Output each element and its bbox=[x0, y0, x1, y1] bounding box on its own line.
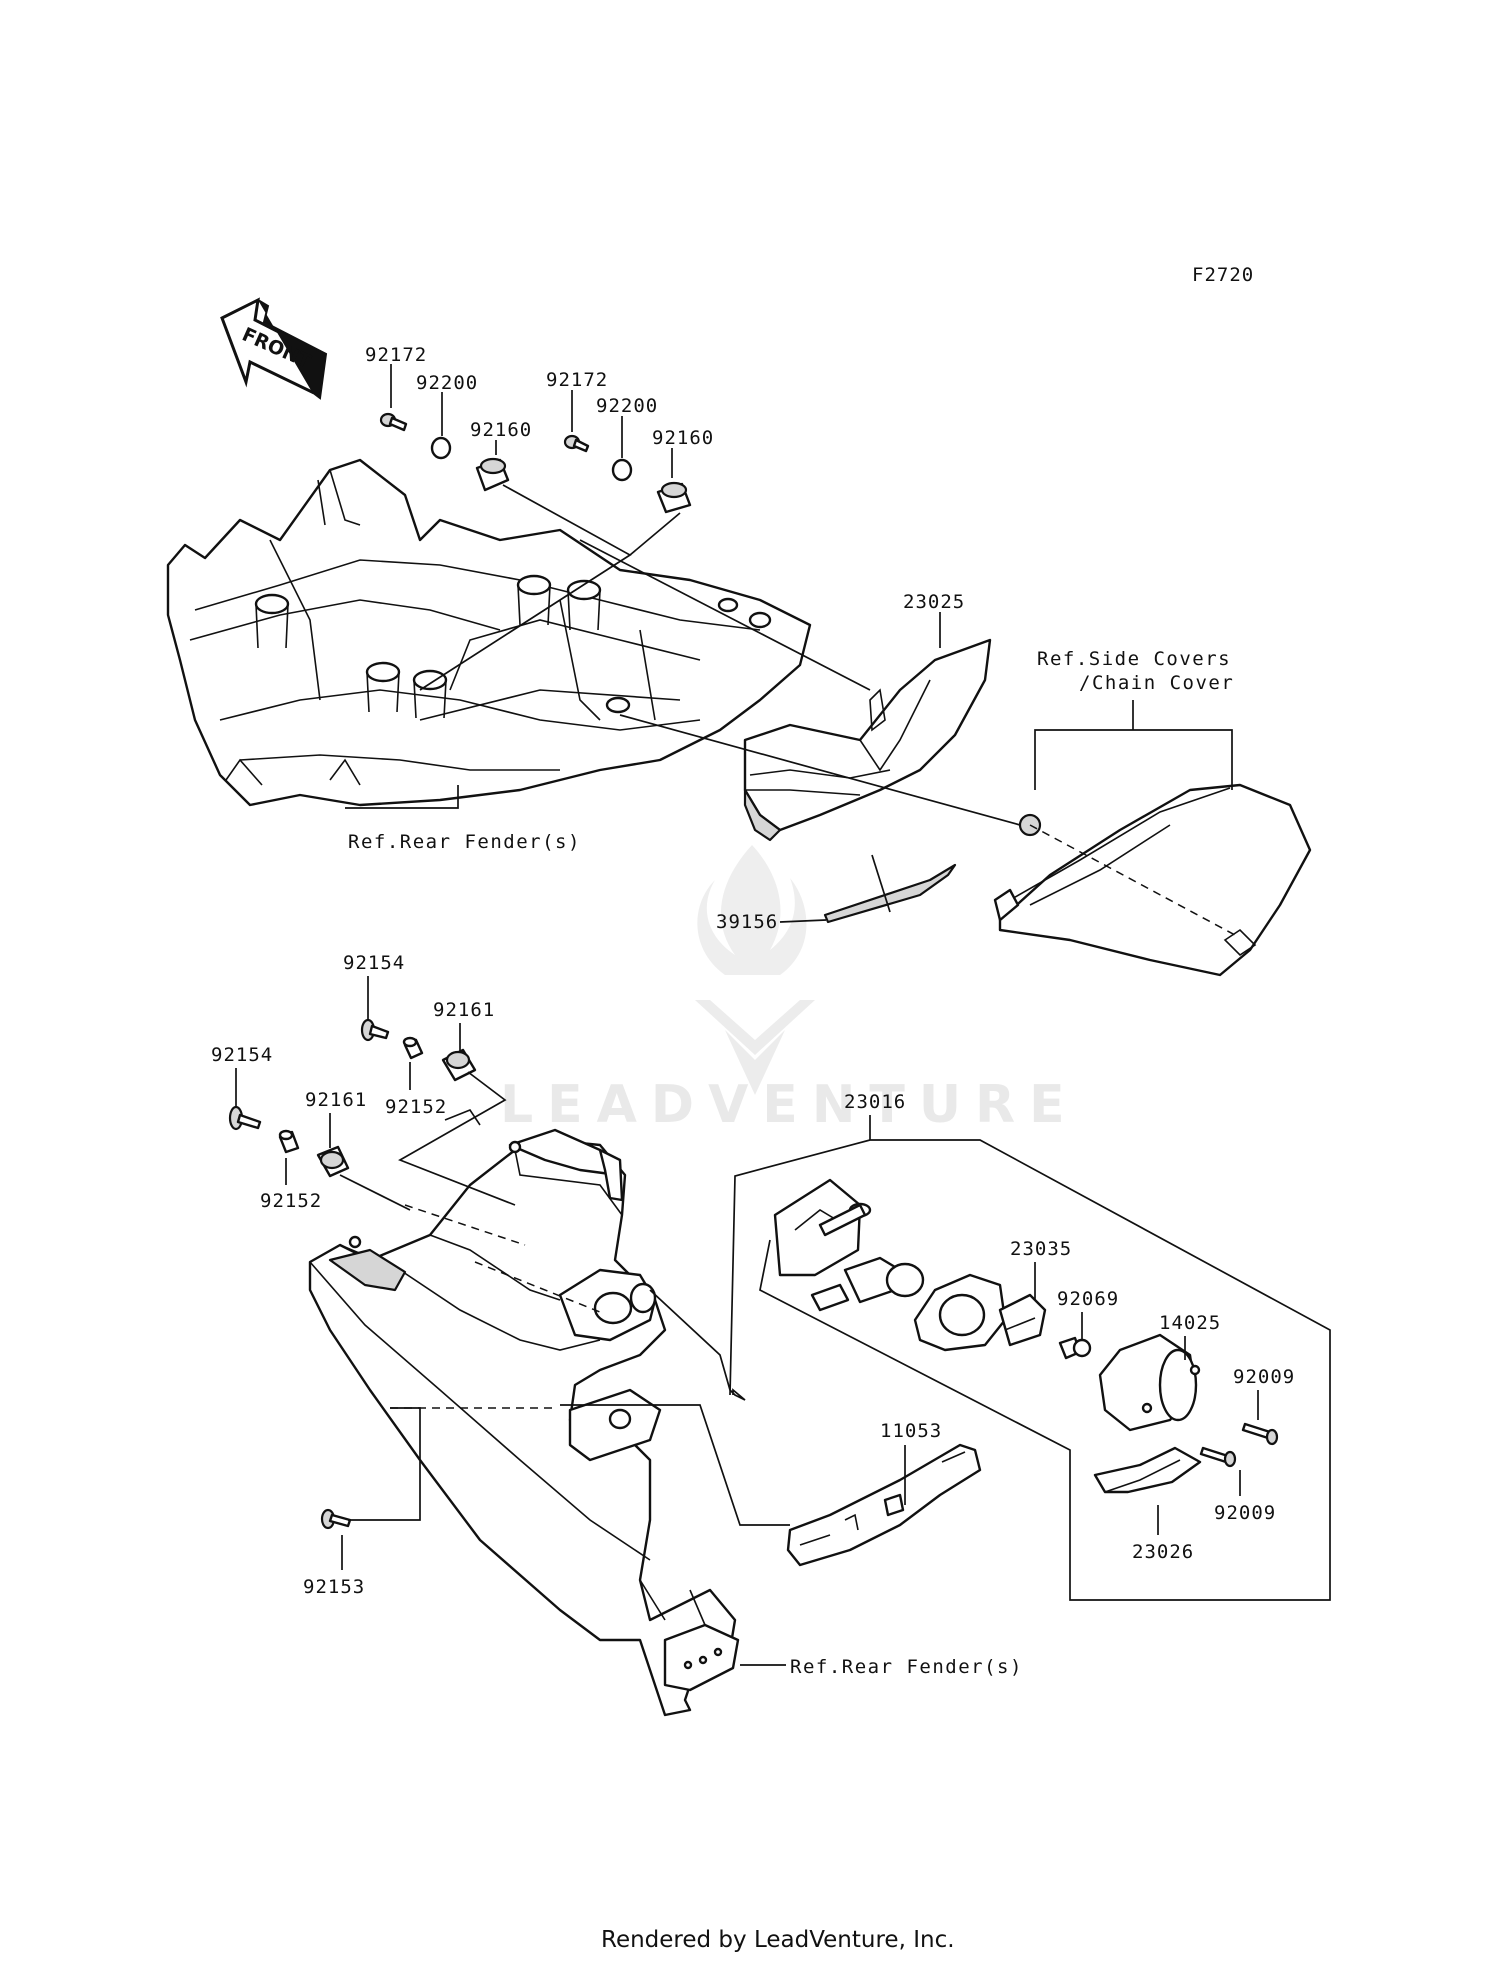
part-23026-reflector bbox=[1093, 1446, 1202, 1494]
part-92152-collar-b bbox=[278, 1129, 300, 1154]
ref-rear-fender-bottom: Ref.Rear Fender(s) bbox=[790, 1656, 1023, 1678]
part-92069-bulb bbox=[1058, 1336, 1092, 1360]
watermark-v-icon bbox=[695, 1000, 815, 1095]
label-92152-a: 92152 bbox=[385, 1096, 447, 1118]
label-92153: 92153 bbox=[303, 1576, 365, 1598]
part-92152-collar-a bbox=[402, 1036, 424, 1060]
label-92009-a: 92009 bbox=[1233, 1366, 1295, 1388]
upper-labels: 92172 92200 92160 92172 92200 92160 2302… bbox=[348, 344, 1234, 933]
label-92069: 92069 bbox=[1057, 1288, 1119, 1310]
ref-side-covers-line2: /Chain Cover bbox=[1079, 672, 1234, 694]
part-92153-bolt bbox=[320, 1508, 352, 1530]
label-92161-b: 92161 bbox=[305, 1089, 367, 1111]
label-92154-a: 92154 bbox=[343, 952, 405, 974]
part-92009-screw-a bbox=[1241, 1422, 1279, 1446]
label-92200-b: 92200 bbox=[596, 395, 658, 417]
part-23016-socket-base bbox=[773, 1178, 872, 1277]
part-39156-strip bbox=[823, 863, 957, 924]
part-92200-washer-a bbox=[430, 436, 452, 460]
part-92154-screw-b bbox=[228, 1105, 262, 1131]
front-arrow-icon: FRONT bbox=[220, 297, 328, 400]
part-92160-grommet-b bbox=[656, 481, 692, 514]
label-92160-a: 92160 bbox=[470, 419, 532, 441]
label-92200-a: 92200 bbox=[416, 372, 478, 394]
label-14025: 14025 bbox=[1159, 1312, 1221, 1334]
watermark: LEADVENTURE bbox=[500, 845, 1079, 1135]
label-92161-a: 92161 bbox=[433, 999, 495, 1021]
seat-cowl-frame bbox=[166, 458, 812, 807]
part-23016-lamp-ring bbox=[913, 1273, 1007, 1352]
part-23025-taillight-housing bbox=[743, 638, 992, 842]
lower-leader-lines bbox=[235, 976, 1331, 1666]
label-39156: 39156 bbox=[716, 911, 778, 933]
rear-fender-bracket bbox=[308, 1109, 740, 1717]
label-92172-a: 92172 bbox=[365, 344, 427, 366]
label-23016: 23016 bbox=[844, 1091, 906, 1113]
figure-code: F2720 bbox=[1192, 264, 1254, 286]
label-92172-b: 92172 bbox=[546, 369, 608, 391]
label-92152-b: 92152 bbox=[260, 1190, 322, 1212]
part-14025-lens-cover bbox=[1098, 1333, 1201, 1432]
part-92154-screw-a bbox=[360, 1018, 390, 1042]
part-92172-screw-b bbox=[563, 434, 590, 453]
label-92160-b: 92160 bbox=[652, 427, 714, 449]
part-92200-washer-b bbox=[611, 458, 633, 482]
upper-leader-lines bbox=[345, 364, 1236, 936]
part-92172-screw-a bbox=[379, 412, 408, 432]
side-cover bbox=[993, 783, 1312, 977]
ref-side-covers-line1: Ref.Side Covers bbox=[1037, 648, 1231, 670]
part-92009-screw-b bbox=[1199, 1446, 1237, 1468]
part-92161-damper-b bbox=[316, 1145, 350, 1178]
part-23016-bulb-socket bbox=[810, 1256, 925, 1312]
ref-rear-fender-top: Ref.Rear Fender(s) bbox=[348, 831, 581, 853]
watermark-text: LEADVENTURE bbox=[500, 1075, 1079, 1135]
part-92161-damper-a bbox=[441, 1048, 477, 1082]
part-23035-clip bbox=[998, 1293, 1047, 1347]
watermark-flame-icon bbox=[697, 845, 807, 975]
lower-labels: 92154 92161 92152 92154 92161 92152 9215… bbox=[211, 952, 1295, 1678]
label-23035: 23035 bbox=[1010, 1238, 1072, 1260]
label-23025: 23025 bbox=[903, 591, 965, 613]
label-92009-b: 92009 bbox=[1214, 1502, 1276, 1524]
part-92160-grommet-a bbox=[475, 457, 510, 492]
label-11053: 11053 bbox=[880, 1420, 942, 1442]
label-92154-b: 92154 bbox=[211, 1044, 273, 1066]
label-23026: 23026 bbox=[1132, 1541, 1194, 1563]
part-11053-license-bracket bbox=[786, 1443, 982, 1567]
footer-credit: Rendered by LeadVenture, Inc. bbox=[601, 1927, 955, 1953]
